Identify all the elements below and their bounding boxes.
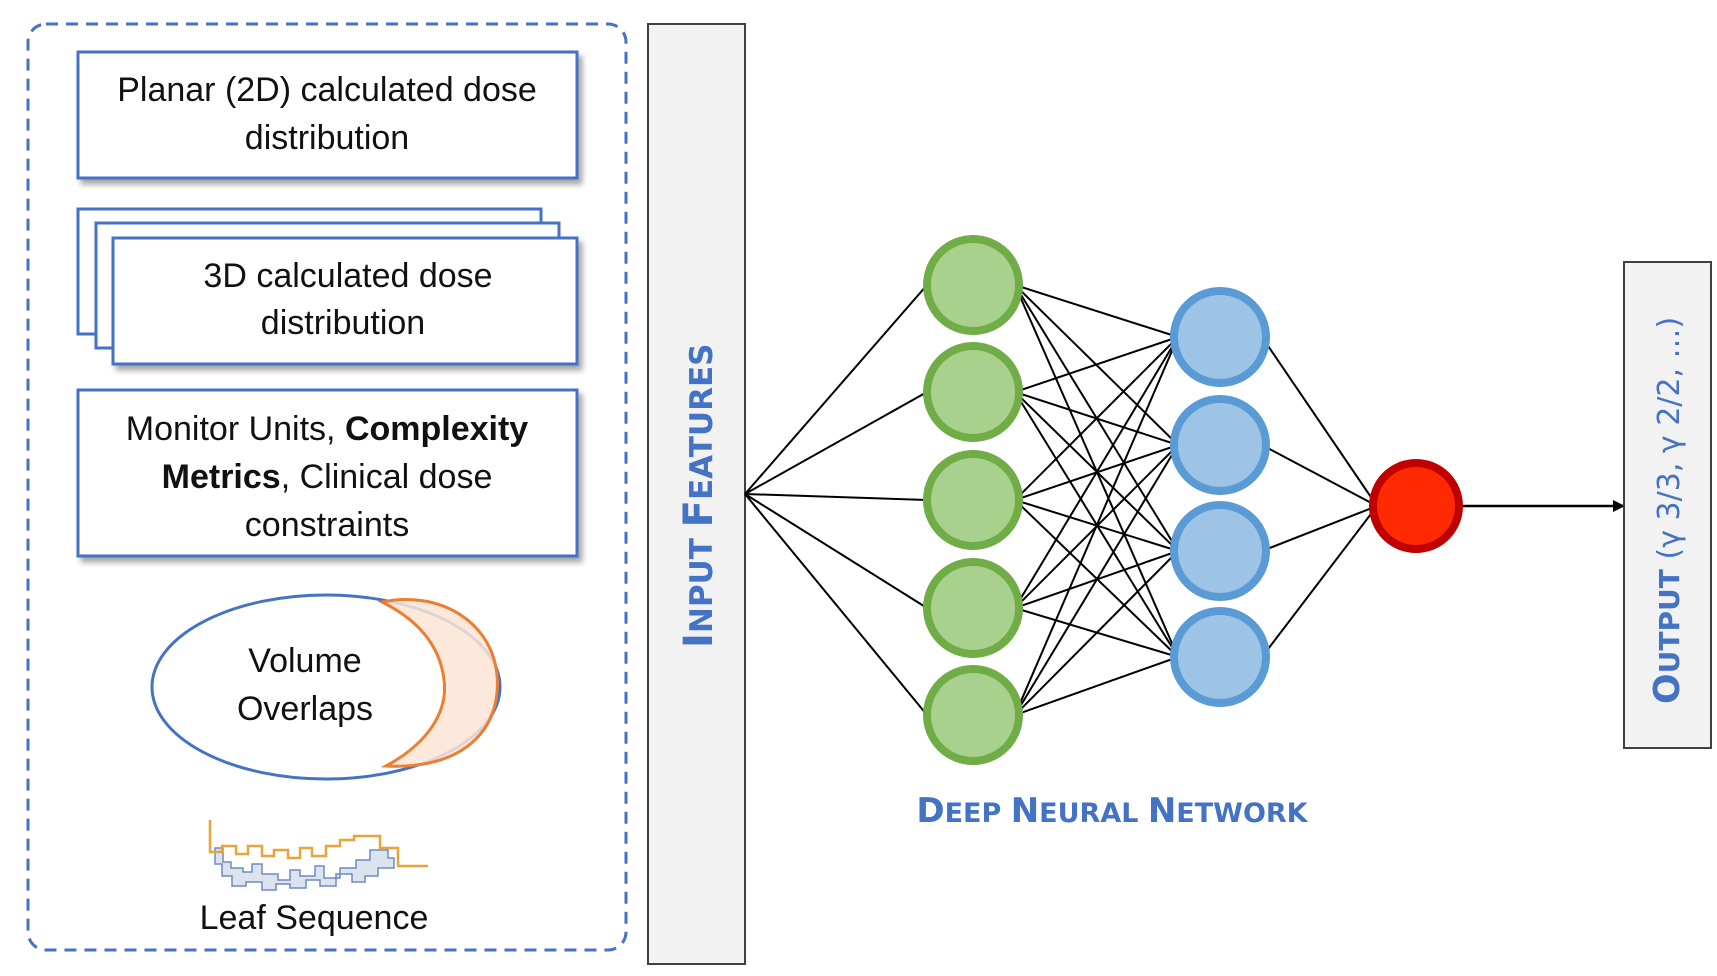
network-nodes [923,235,1463,765]
hidden-2-node [1170,501,1270,601]
input-group-dashed-frame [26,22,628,952]
3d-dose-line2: distribution [261,304,425,342]
input-connection [744,493,928,501]
output-label: OUTPUT (γ 3/3, γ 2/2, …) [1647,317,1688,704]
planar-dose-box: Planar (2D) calculated dose distribution [76,50,579,180]
hidden-1-node [923,665,1023,765]
clinical-dose-text: , Clinical dose [281,458,493,496]
planar-dose-line1: Planar (2D) calculated dose [117,71,537,109]
monitor-units-line1: Monitor Units, Complexity [126,410,529,448]
deep-neural-network-label: DEEP NEURAL NETWORK [916,791,1308,831]
volume-overlaps-line1: Volume [248,642,361,680]
hidden-1-node [923,450,1023,550]
3d-dose-box-stack: 3D calculated dose distribution [76,207,579,366]
layer-connection [1014,550,1179,716]
layer-connection [1014,336,1179,609]
hidden-1-node [923,235,1023,335]
leaf-sequence-icon: Leaf Sequence [200,820,429,937]
leaf-sequence-label: Leaf Sequence [200,899,429,937]
monitor-units-line2: Metrics, Clinical dose [162,458,493,496]
monitor-units-text: Monitor Units, [126,410,345,448]
layer-connection [1014,656,1179,716]
layer-connection [1014,444,1179,716]
network-connections [744,284,1378,716]
layer-connection [1261,444,1378,507]
monitor-units-line3: constraints [245,506,409,544]
input-connection [744,391,928,495]
input-connection [744,284,928,495]
layer-connection [1261,505,1378,658]
volume-overlaps-graphic: Volume Overlaps [150,593,502,781]
layer-connection [1014,336,1179,716]
monitor-units-box: Monitor Units, Complexity Metrics, Clini… [76,388,579,558]
complexity-text: Complexity [345,410,528,448]
input-connection [744,493,928,609]
output-node [1369,459,1463,553]
planar-dose-line2: distribution [245,119,409,157]
input-connection [744,493,928,716]
layer-connection [1014,336,1179,501]
volume-ellipse [150,593,502,781]
output-panel: OUTPUT (γ 3/3, γ 2/2, …) [1623,261,1712,749]
crescent-shape [377,597,499,768]
input-features-label: INPUT FEATURES [676,344,722,648]
layer-connection [1261,336,1378,507]
3d-dose-line1: 3D calculated dose [203,257,492,295]
hidden-2-node [1170,395,1270,495]
hidden-1-node [923,558,1023,658]
hidden-2-node [1170,607,1270,707]
layer-connection [1261,505,1378,552]
volume-overlaps-line2: Overlaps [237,690,373,728]
input-features-panel: INPUT FEATURES [647,23,746,965]
hidden-2-node [1170,287,1270,387]
layer-connection [1014,284,1179,338]
layer-connection [1014,336,1179,393]
hidden-1-node [923,342,1023,442]
metrics-text: Metrics [162,458,281,496]
